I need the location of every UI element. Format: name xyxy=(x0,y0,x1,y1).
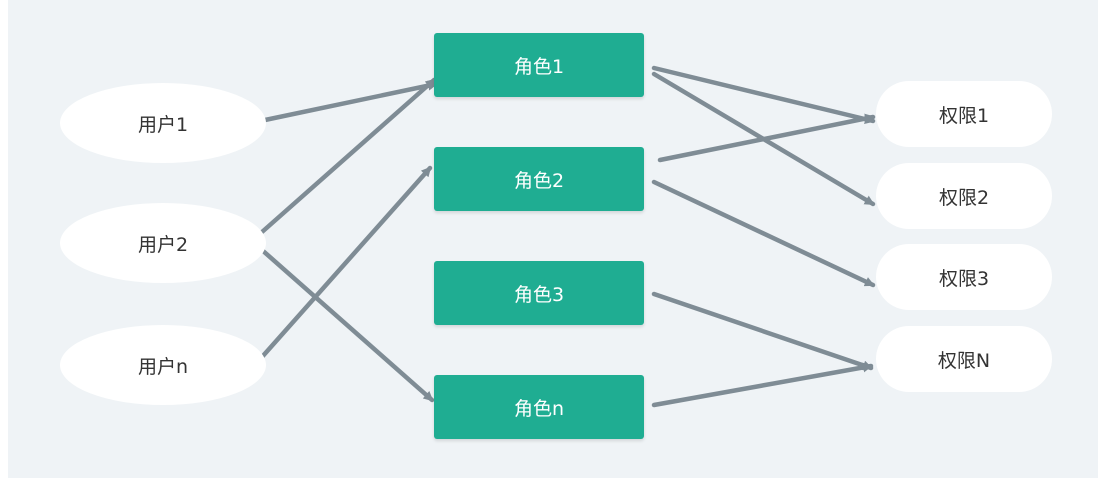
role-label: 角色3 xyxy=(513,283,565,306)
user-label: 用户1 xyxy=(137,113,189,136)
edge-r2-to-p1 xyxy=(657,113,876,163)
permission-label: 权限2 xyxy=(938,186,990,209)
permission-node-2: 权限2 xyxy=(876,163,1052,229)
permission-node-1: 权限1 xyxy=(876,81,1052,147)
user-node-2: 用户2 xyxy=(60,203,266,283)
edge-un-to-r2 xyxy=(259,165,433,360)
edge-r3-to-pn xyxy=(651,291,874,371)
edge-u1-to-r1 xyxy=(262,80,439,123)
role-label: 角色n xyxy=(513,397,565,420)
edge-u2-to-rn xyxy=(259,247,435,403)
user-label: 用户2 xyxy=(137,233,189,256)
permission-node-3: 权限3 xyxy=(876,244,1052,310)
edge-u2-to-r1 xyxy=(259,77,437,235)
role-node-n: 角色n xyxy=(434,375,644,439)
edge-rn-to-pn xyxy=(651,362,874,408)
role-node-3: 角色3 xyxy=(434,261,644,325)
permission-label: 权限3 xyxy=(938,267,990,290)
user-node-1: 用户1 xyxy=(60,83,266,163)
permission-label: 权限1 xyxy=(938,104,990,127)
permission-node-n: 权限N xyxy=(876,326,1052,392)
edge-r2-to-p3 xyxy=(651,179,876,288)
role-label: 角色1 xyxy=(513,55,565,78)
edge-r1-to-p1 xyxy=(651,65,876,124)
role-node-2: 角色2 xyxy=(434,147,644,211)
user-label: 用户n xyxy=(137,355,189,378)
role-node-1: 角色1 xyxy=(434,33,644,97)
permission-label: 权限N xyxy=(937,349,991,372)
user-node-n: 用户n xyxy=(60,325,266,405)
role-label: 角色2 xyxy=(513,169,565,192)
